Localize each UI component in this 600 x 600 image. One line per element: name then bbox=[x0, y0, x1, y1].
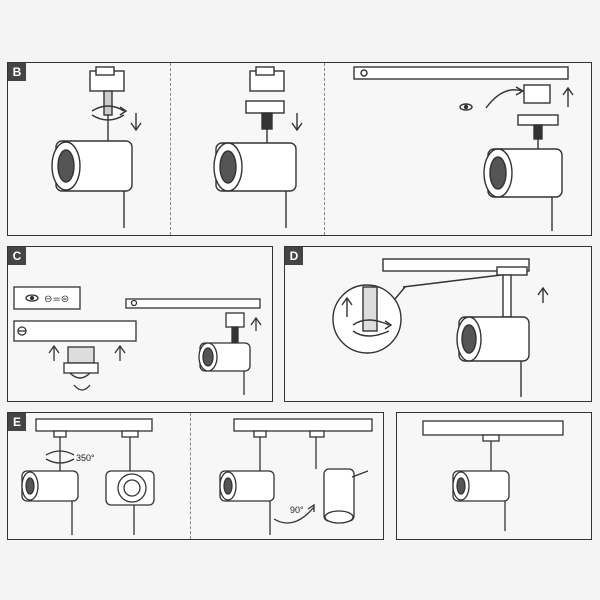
rotate-90-label: 90° bbox=[290, 505, 304, 515]
svg-text:⊖=⊜: ⊖=⊜ bbox=[44, 294, 69, 305]
panel-b: B bbox=[7, 62, 592, 236]
panel-c-label: C bbox=[8, 247, 26, 265]
rotate-350-label: 350° bbox=[76, 453, 95, 463]
panel-e-illustration bbox=[21, 418, 373, 535]
panel-d-label: D bbox=[285, 247, 303, 265]
panel-c: C ⊖=⊜ bbox=[7, 246, 273, 402]
divider bbox=[190, 413, 191, 539]
panel-d-illustration bbox=[332, 258, 549, 397]
panel-b-label: B bbox=[8, 63, 26, 81]
panel-c-illustration: ⊖=⊜ bbox=[13, 286, 262, 395]
panel-final-illustration bbox=[422, 420, 564, 531]
panel-d: D bbox=[284, 246, 592, 402]
panel-b-illustration bbox=[51, 66, 574, 231]
divider bbox=[324, 63, 325, 235]
panel-e-label: E bbox=[8, 413, 26, 431]
panel-final bbox=[396, 412, 592, 540]
divider bbox=[170, 63, 171, 235]
panel-e: E bbox=[7, 412, 384, 540]
